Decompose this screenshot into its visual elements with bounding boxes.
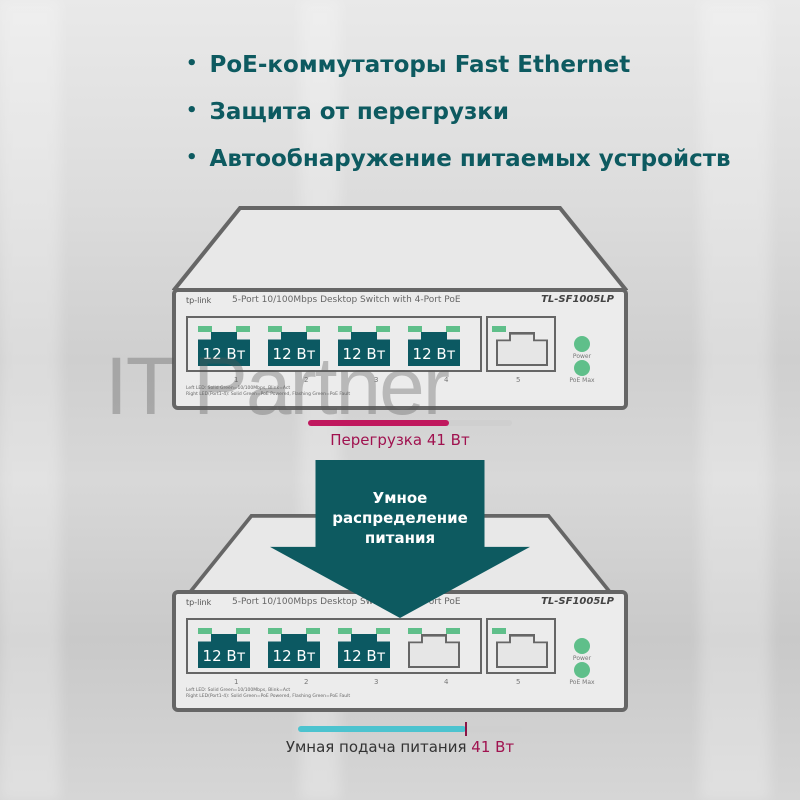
switch-description: 5-Port 10/100Mbps Desktop Switch with 4-… [232, 295, 461, 305]
poe-ports: 12 Вт 12 Вт 12 Вт 12 Вт [186, 316, 482, 372]
port-power-label: 12 Вт [198, 634, 250, 668]
port-5 [486, 316, 556, 372]
power-led-label: Power [572, 353, 592, 360]
led-legend: Left LED: Solid Green=10/100Mbps, Blink=… [186, 688, 351, 699]
power-led [574, 638, 590, 654]
led-legend: Left LED: Solid Green=10/100Mbps, Blink=… [186, 386, 351, 397]
feature-list: PoE-коммутаторы Fast Ethernet Защита от … [186, 52, 731, 193]
smart-power-caption: Умная подача питания 41 Вт [285, 738, 515, 756]
poe-max-led [574, 662, 590, 678]
switch-model: TL-SF1005LP [541, 596, 614, 607]
overload-caption: Перегрузка 41 Вт [330, 431, 470, 449]
tplink-logo: tp-link [186, 296, 212, 305]
poe-max-led-label: PoE Max [569, 377, 595, 384]
port-number: 4 [444, 678, 449, 686]
poe-ports: 12 Вт 12 Вт 12 Вт [186, 618, 482, 674]
port-number: 1 [234, 678, 239, 686]
watermark: IT Partner [105, 341, 450, 432]
port-2: 12 Вт [262, 624, 326, 670]
port-number: 5 [516, 678, 521, 686]
port-1: 12 Вт [192, 322, 256, 368]
port-power-label: 12 Вт [268, 332, 320, 366]
switch-top [172, 206, 628, 290]
port-4 [402, 624, 466, 670]
poe-max-led [574, 360, 590, 376]
port-number: 4 [444, 376, 449, 384]
port-5 [486, 618, 556, 674]
feature-item: Защита от перегрузки [186, 99, 731, 146]
port-power-label: 12 Вт [408, 332, 460, 366]
tplink-logo: tp-link [186, 598, 212, 607]
port-number: 2 [304, 376, 309, 384]
port-3: 12 Вт [332, 624, 396, 670]
port-power-label: 12 Вт [268, 634, 320, 668]
power-led-label: Power [572, 655, 592, 662]
limit-marker [465, 722, 467, 736]
port-number: 1 [234, 376, 239, 384]
port-power-label: 12 Вт [338, 634, 390, 668]
power-bar-after [298, 722, 522, 736]
port-number: 3 [374, 376, 379, 384]
front-panel: tp-link 5-Port 10/100Mbps Desktop Switch… [172, 288, 628, 410]
switch-description: 5-Port 10/100Mbps Desktop Switch with 4-… [232, 597, 461, 607]
power-led [574, 336, 590, 352]
power-bar-before [308, 420, 512, 426]
feature-item: PoE-коммутаторы Fast Ethernet [186, 52, 731, 99]
port-3: 12 Вт [332, 322, 396, 368]
port-2: 12 Вт [262, 322, 326, 368]
port-number: 5 [516, 376, 521, 384]
power-bar-fill [298, 726, 466, 732]
port-number: 2 [304, 678, 309, 686]
port-1: 12 Вт [192, 624, 256, 670]
feature-item: Автообнаружение питаемых устройств [186, 146, 731, 193]
port-number: 3 [374, 678, 379, 686]
switch-model: TL-SF1005LP [541, 294, 614, 305]
power-bar-fill [308, 420, 449, 426]
port-4: 12 Вт [402, 322, 466, 368]
poe-max-led-label: PoE Max [569, 679, 595, 686]
